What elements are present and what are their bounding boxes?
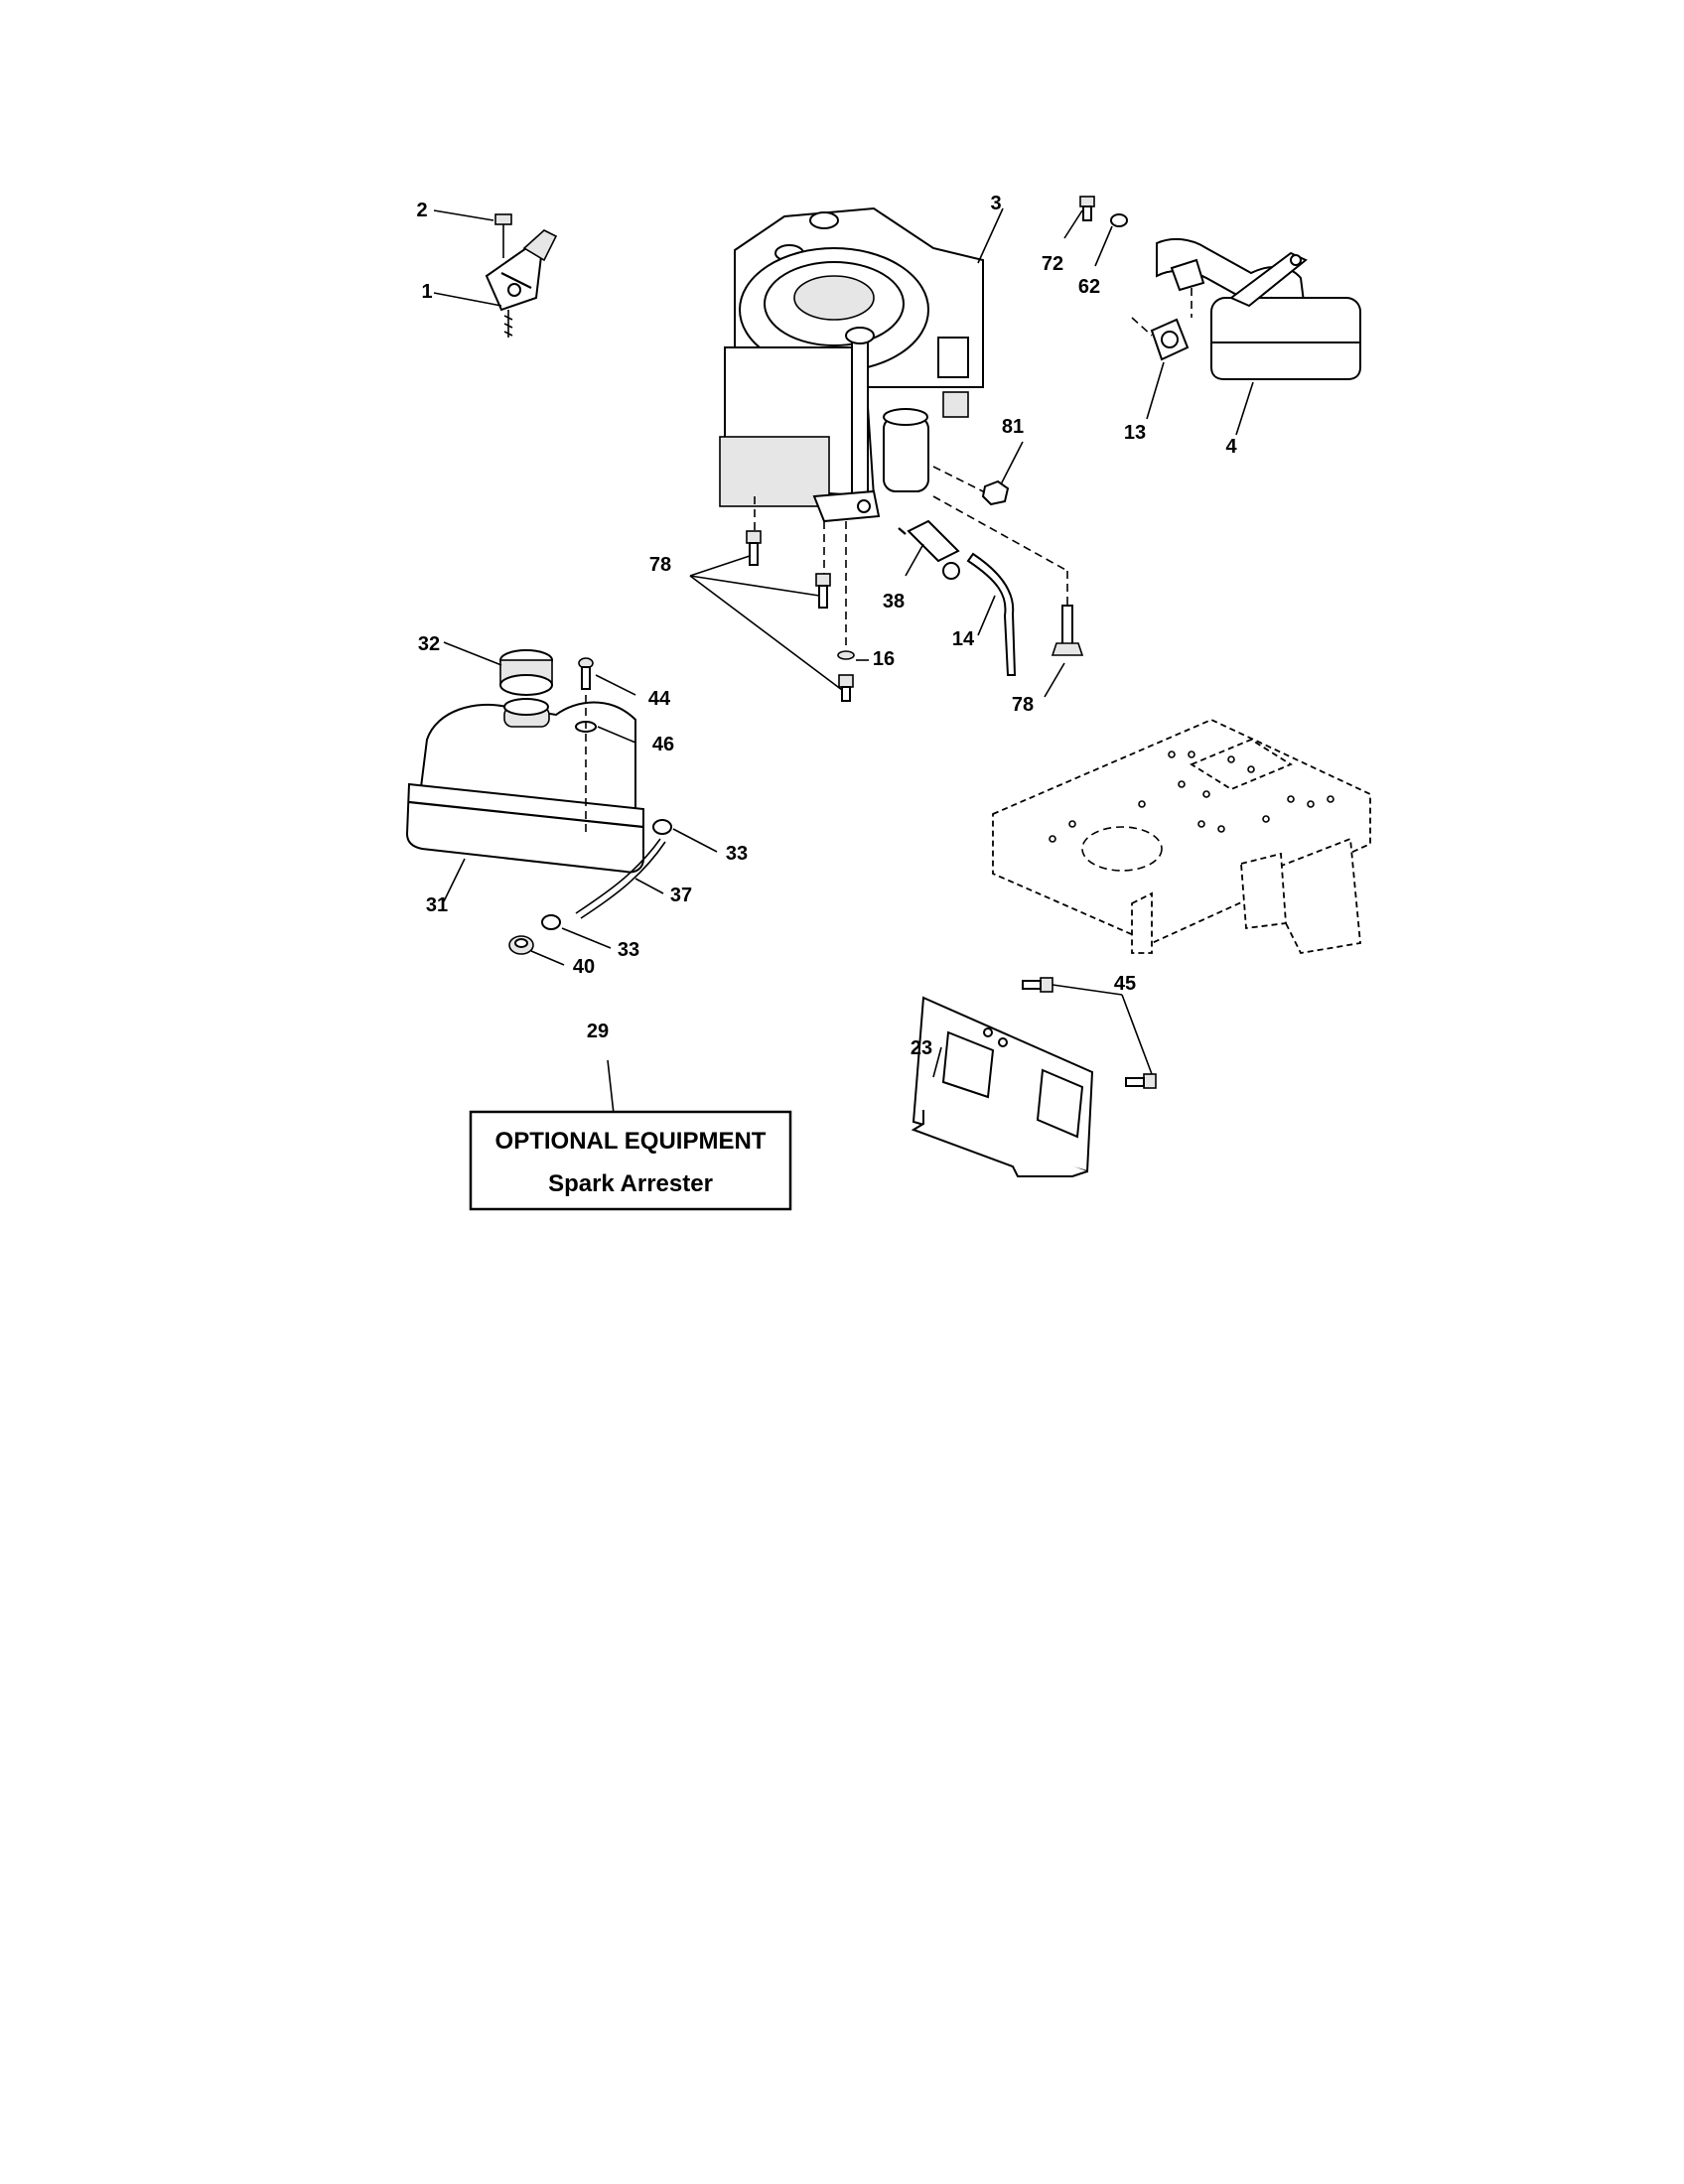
optional-equipment-box [469, 1110, 792, 1211]
label-part-16: 16 [873, 648, 895, 670]
label-part-29: 29 [587, 1021, 609, 1042]
label-part-40: 40 [573, 956, 595, 978]
label-part-38: 38 [883, 591, 905, 613]
label-part-37: 37 [670, 885, 692, 906]
label-part-33-bottom: 33 [618, 939, 639, 961]
label-part-2: 2 [416, 200, 427, 221]
label-part-31: 31 [426, 894, 448, 916]
heat-shield [911, 996, 1094, 1177]
label-part-81: 81 [1002, 416, 1024, 438]
label-part-78-right: 78 [1012, 694, 1034, 716]
label-part-44: 44 [648, 688, 671, 710]
clamp-33-bottom [541, 914, 561, 930]
throttle-control-bracket [485, 213, 558, 338]
fuel-line [966, 552, 1017, 676]
shield-screws [1022, 977, 1157, 1089]
clamp-33-top [652, 819, 672, 835]
bolt-78 [1051, 605, 1084, 656]
muffler-hardware [1079, 196, 1128, 227]
label-part-13: 13 [1124, 422, 1146, 444]
optional-equipment-subtitle: Spark Arrester [548, 1170, 713, 1197]
gasket [1150, 318, 1190, 361]
engine-bolts [746, 530, 855, 702]
tank-fuel-line [575, 838, 661, 914]
fuel-tank [405, 698, 644, 874]
label-part-23: 23 [911, 1037, 932, 1059]
tank-screw [575, 657, 597, 733]
fuel-cap [499, 649, 553, 696]
label-part-3: 3 [990, 193, 1001, 214]
label-part-46: 46 [652, 734, 674, 755]
nut-81 [981, 479, 1010, 506]
fuel-filter [898, 519, 960, 580]
label-part-78-left: 78 [649, 554, 671, 576]
grommet [508, 935, 534, 955]
label-part-4: 4 [1225, 436, 1237, 458]
label-part-33-top: 33 [726, 843, 748, 865]
label-part-62: 62 [1078, 276, 1100, 298]
label-part-45: 45 [1114, 973, 1136, 995]
muffler [1156, 237, 1361, 380]
tractor-frame [992, 719, 1371, 954]
engine [719, 206, 984, 523]
label-part-1: 1 [421, 281, 432, 303]
label-part-32: 32 [418, 633, 440, 655]
label-part-72: 72 [1042, 253, 1063, 275]
label-part-14: 14 [952, 628, 975, 650]
optional-equipment-title: OPTIONAL EQUIPMENT [495, 1128, 767, 1155]
